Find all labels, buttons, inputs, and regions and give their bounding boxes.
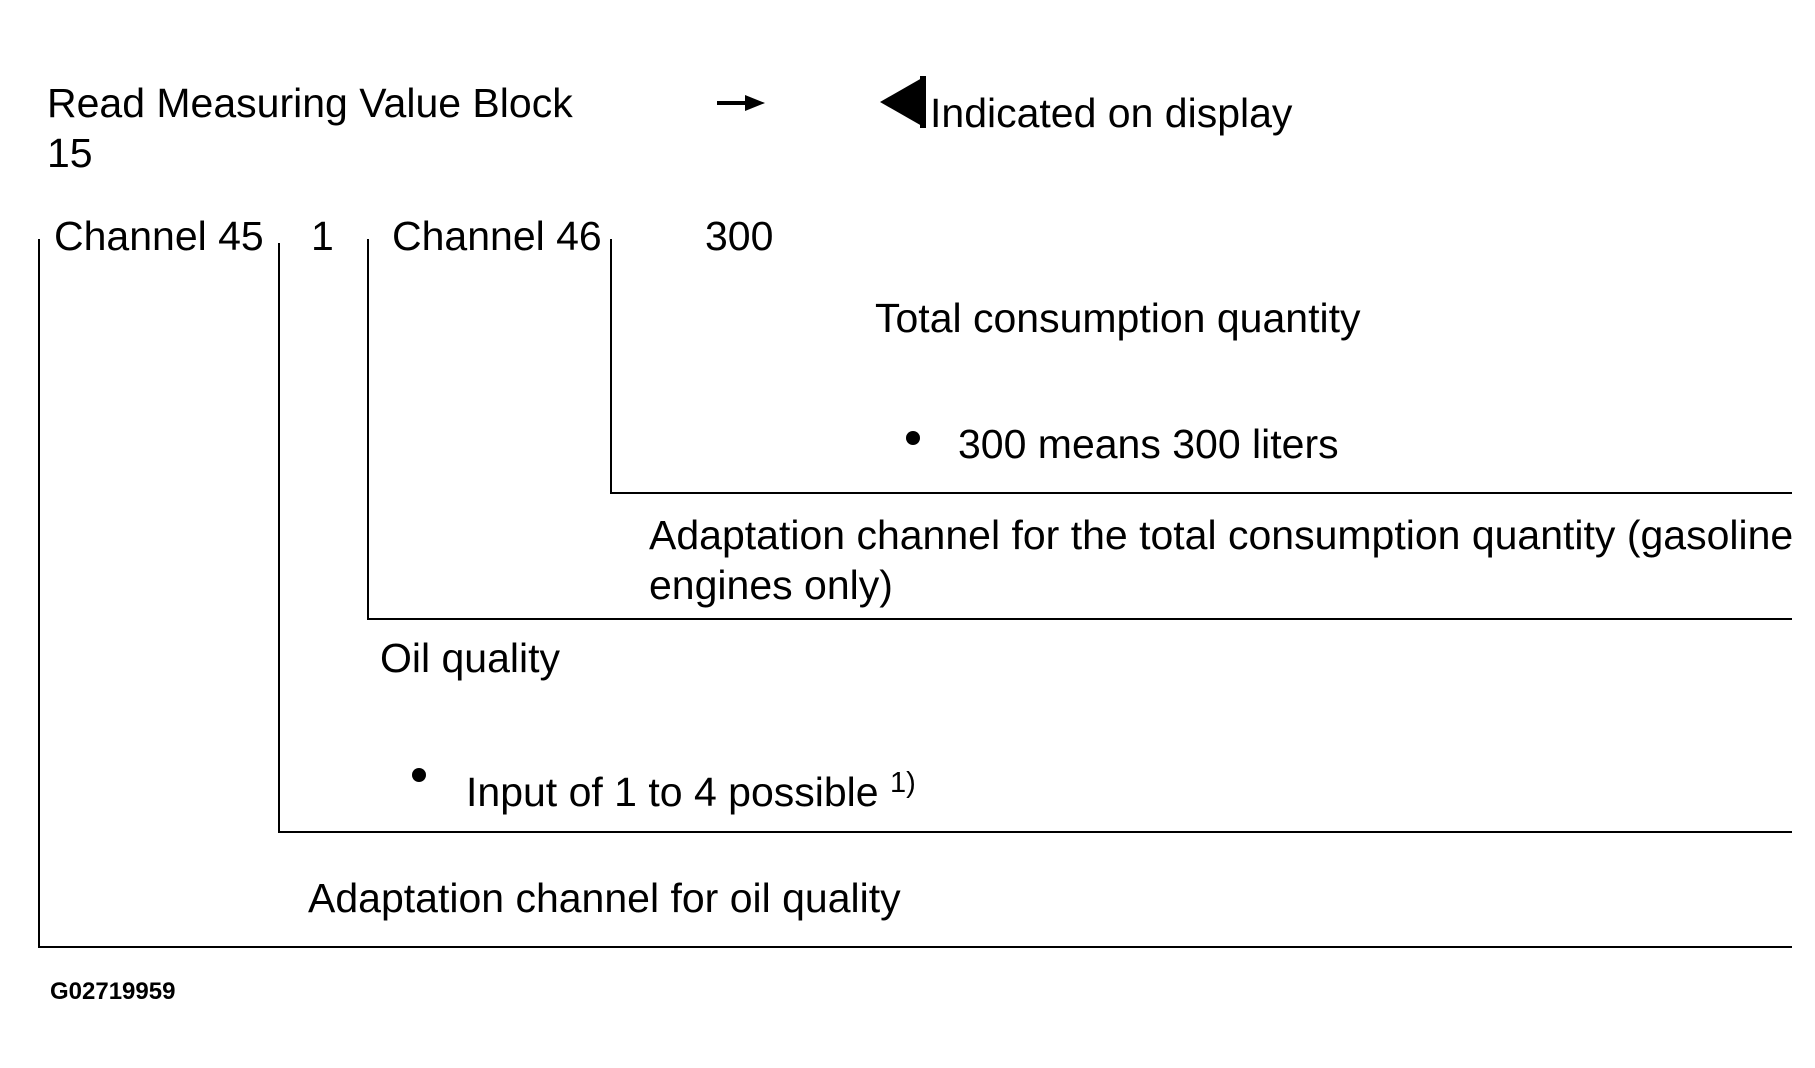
channel-45-label: Channel 45 bbox=[54, 213, 264, 259]
bullet-icon bbox=[906, 431, 920, 445]
oil-quality-label: Oil quality bbox=[380, 635, 561, 681]
adaptation-oil-label: Adaptation channel for oil quality bbox=[308, 875, 901, 921]
bracket-value45-horizontal bbox=[278, 831, 1792, 833]
adaptation-total-line1: Adaptation channel for the total consump… bbox=[649, 512, 1794, 558]
bracket-value46-horizontal bbox=[610, 492, 1792, 494]
channel-45-value: 1 bbox=[311, 213, 334, 259]
total-consumption-label: Total consumption quantity bbox=[875, 295, 1361, 341]
figure-id: G02719959 bbox=[50, 978, 176, 1005]
adaptation-total-line2: engines only) bbox=[649, 562, 893, 608]
channel-46-value: 300 bbox=[705, 213, 774, 259]
bullet-icon bbox=[412, 768, 426, 782]
input-note: Input of 1 to 4 possible 1) bbox=[466, 767, 916, 817]
bracket-value46-vertical bbox=[610, 239, 612, 494]
arrow-right-icon bbox=[717, 95, 765, 111]
read-block-label: Read Measuring Value Block bbox=[47, 80, 573, 126]
bracket-channel46-vertical bbox=[367, 239, 369, 620]
bracket-channel45-horizontal bbox=[38, 946, 1792, 948]
bracket-value45-vertical bbox=[278, 243, 280, 833]
bracket-channel46-horizontal bbox=[367, 618, 1792, 620]
input-note-text: Input of 1 to 4 possible bbox=[466, 769, 879, 815]
footnote-marker: 1) bbox=[889, 767, 916, 799]
pointer-left-icon bbox=[880, 76, 926, 128]
read-block-number: 15 bbox=[47, 130, 93, 176]
indicated-on-display-label: Indicated on display bbox=[930, 90, 1293, 136]
channel-46-label: Channel 46 bbox=[392, 213, 602, 259]
bracket-channel45-vertical bbox=[38, 239, 40, 948]
liters-note: 300 means 300 liters bbox=[958, 421, 1339, 467]
